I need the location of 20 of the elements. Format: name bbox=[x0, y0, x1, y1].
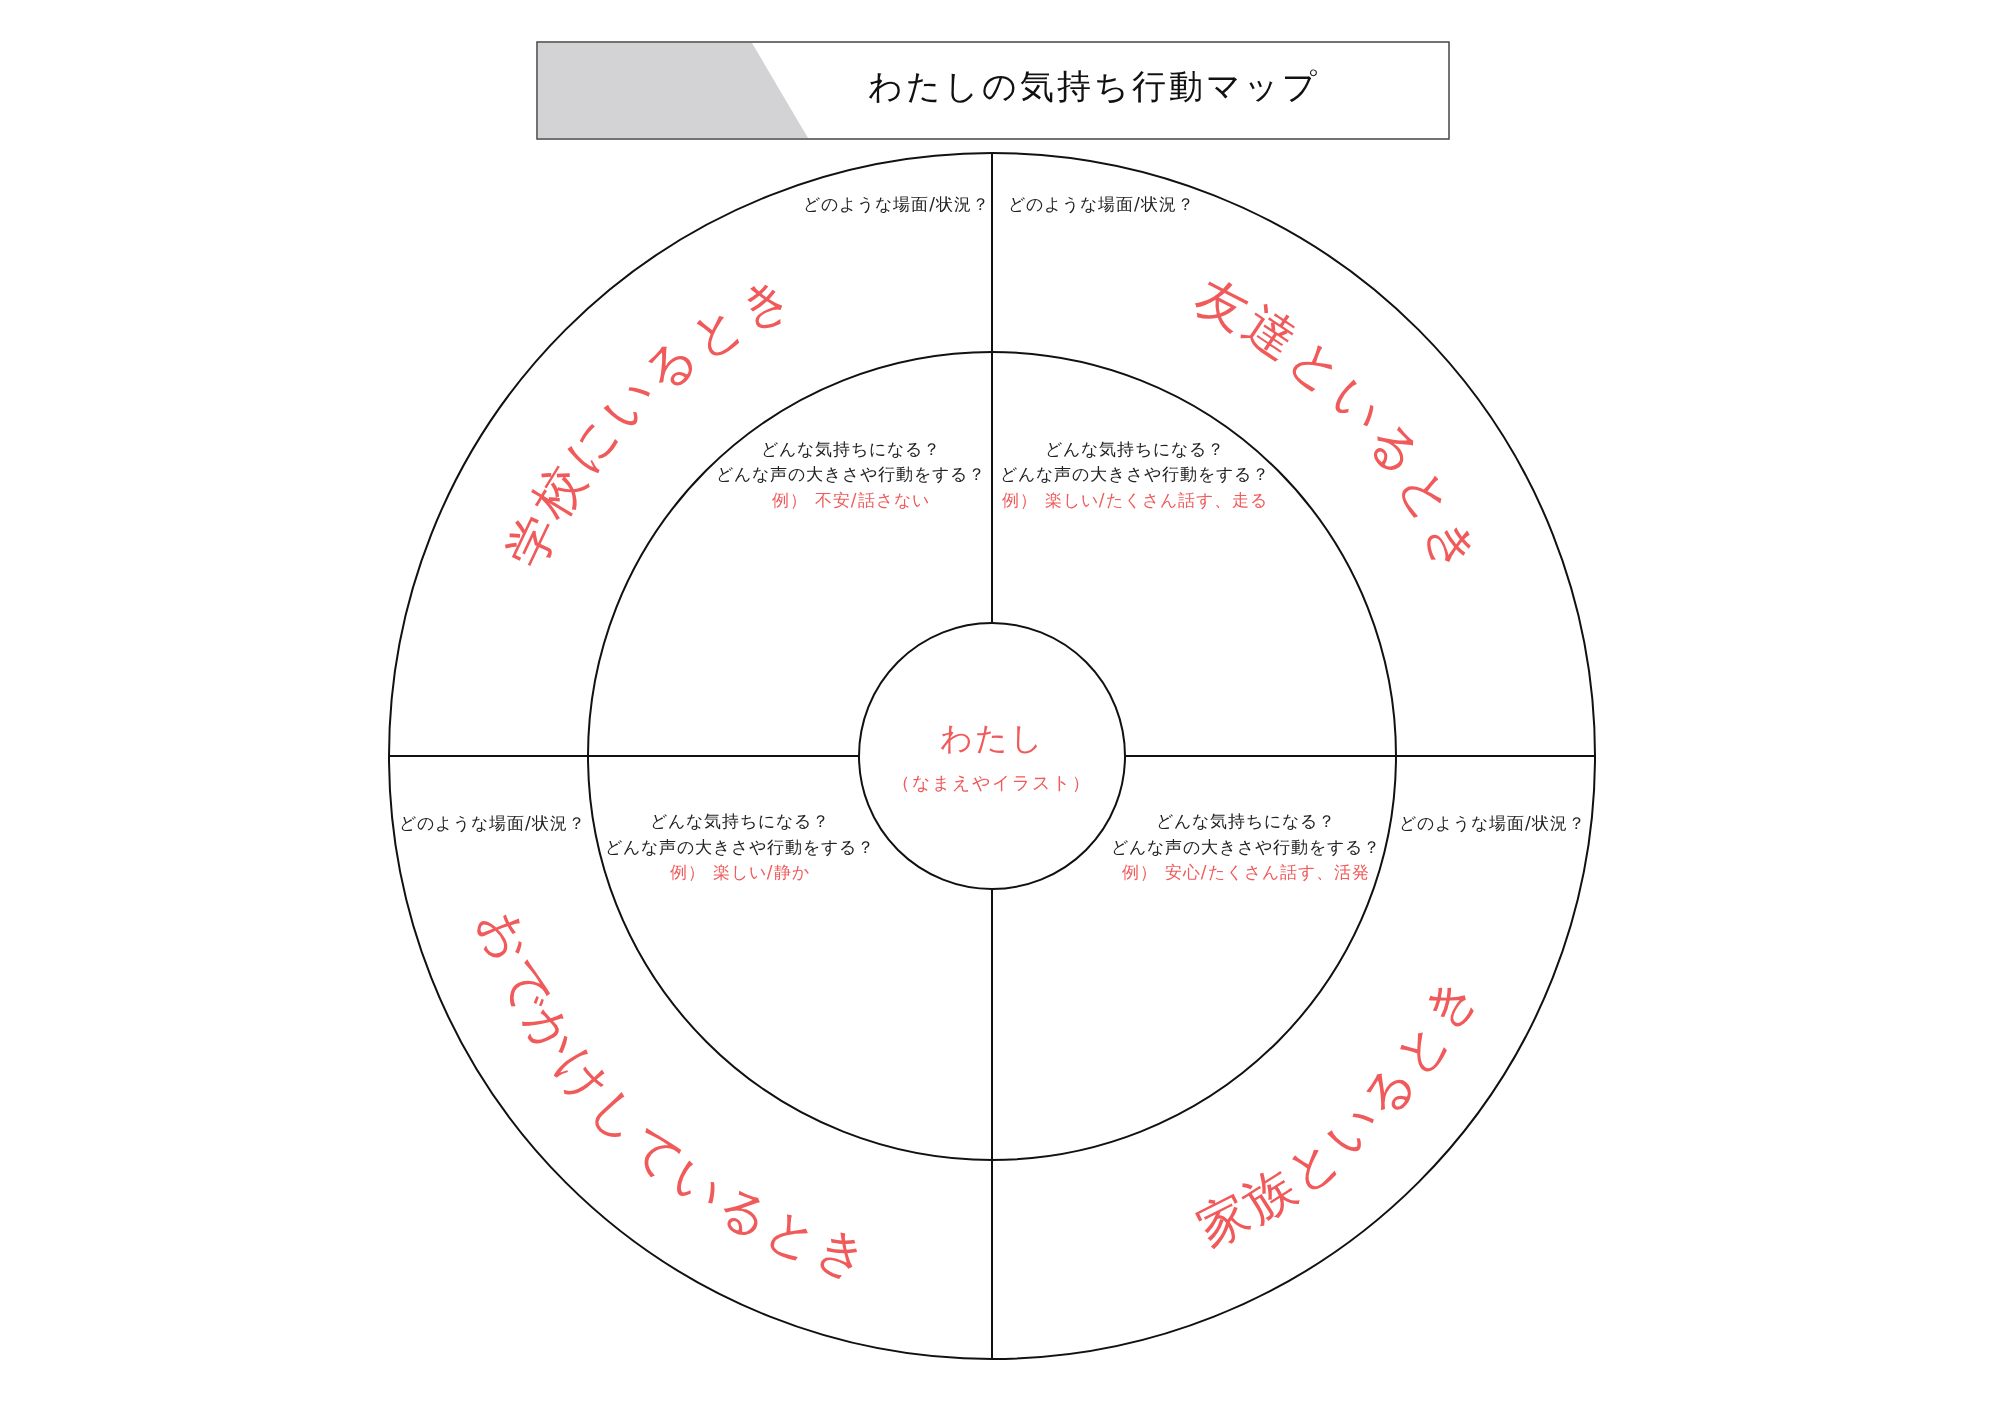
prompt-text: どのような場面/状況？ bbox=[399, 814, 586, 832]
prompt-text: どのような場面/状況？ bbox=[803, 195, 990, 213]
section-heading: 家族といるとき bbox=[1188, 963, 1489, 1258]
example-text: 例） 楽しい/たくさん話す、走る bbox=[1002, 491, 1268, 509]
prompt-text: どのような場面/状況？ bbox=[1008, 195, 1195, 213]
prompt-text: どんな声の大きさや行動をする？ bbox=[605, 838, 875, 856]
example-text: 例） 不安/話さない bbox=[772, 491, 930, 509]
title: わたしの気持ち行動マップ bbox=[868, 69, 1320, 103]
prompt-text: どんな声の大きさや行動をする？ bbox=[1111, 838, 1381, 856]
prompt-text: どのような場面/状況？ bbox=[1399, 814, 1586, 832]
prompt-text: どんな声の大きさや行動をする？ bbox=[716, 465, 986, 483]
hint-text: （なまえやイラスト） bbox=[892, 771, 1092, 795]
example-text: 例） 安心/たくさん話す、活発 bbox=[1122, 863, 1370, 881]
prompt-text: どんな声の大きさや行動をする？ bbox=[1000, 465, 1270, 483]
prompt-text: どんな気持ちになる？ bbox=[761, 440, 941, 458]
example-text: 例） 楽しい/静か bbox=[670, 863, 810, 881]
section-heading: おでかけしているとき bbox=[469, 902, 879, 1290]
name-text: わたし bbox=[939, 718, 1045, 759]
prompt-text: どんな気持ちになる？ bbox=[1156, 812, 1336, 830]
prompt-text: どんな気持ちになる？ bbox=[650, 812, 830, 830]
